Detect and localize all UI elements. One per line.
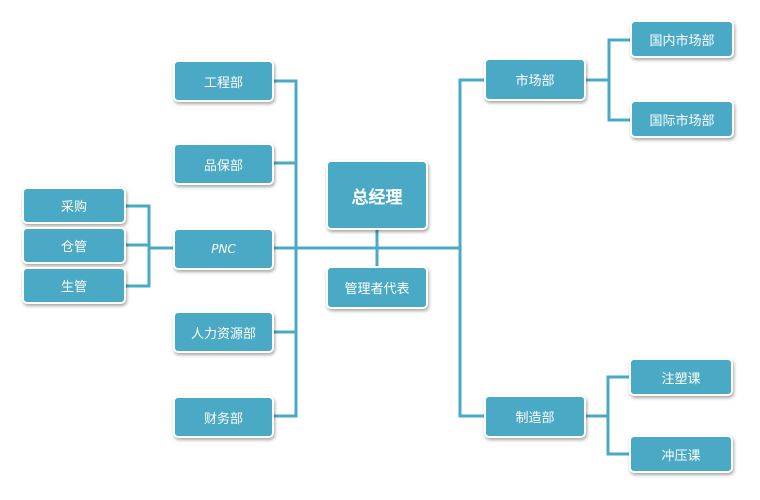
node-finance[interactable]: 财务部 — [173, 396, 274, 438]
connector-market-children — [583, 38, 633, 122]
node-quality[interactable]: 品保部 — [173, 143, 274, 185]
node-stamping[interactable]: 冲压课 — [629, 435, 733, 473]
node-market[interactable]: 市场部 — [484, 58, 586, 101]
node-pnc[interactable]: PNC — [173, 228, 274, 270]
node-mgmt-rep[interactable]: 管理者代表 — [326, 266, 428, 309]
node-warehouse[interactable]: 仓管 — [22, 227, 126, 264]
node-injection-molding[interactable]: 注塑课 — [629, 358, 733, 396]
node-domestic-market[interactable]: 国内市场部 — [630, 20, 734, 58]
node-purchasing[interactable]: 采购 — [22, 187, 126, 224]
node-manufacturing[interactable]: 制造部 — [484, 395, 586, 438]
connector-manufacturing-children — [583, 375, 632, 456]
node-international-market[interactable]: 国际市场部 — [630, 100, 734, 138]
node-ceo[interactable]: 总经理 — [326, 160, 428, 230]
node-engineering[interactable]: 工程部 — [173, 60, 274, 102]
connector-pnc-children — [123, 204, 175, 288]
node-production[interactable]: 生管 — [22, 267, 126, 304]
node-hr[interactable]: 人力资源部 — [173, 311, 274, 353]
